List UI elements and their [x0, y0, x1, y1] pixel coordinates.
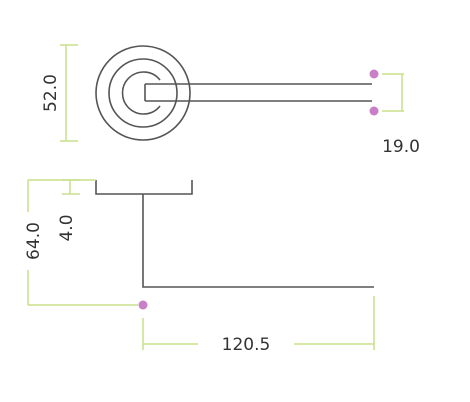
front-view: [95, 45, 372, 141]
rose-outer-ring: [95, 45, 191, 141]
dim-label-lever-thickness: 19.0: [382, 137, 420, 157]
rose-middle-ring: [108, 58, 178, 128]
side-view: [95, 180, 374, 288]
dim-label-rose-diameter: 52.0: [41, 74, 61, 112]
dimension-lever-length: 120.5: [142, 296, 375, 355]
dimension-lever-thickness: 19.0: [369, 69, 420, 157]
rose-inner-ring: [121, 71, 161, 115]
dimension-rose-projection: 4.0: [57, 179, 80, 242]
rose-profile: [95, 180, 193, 195]
dimension-lever-height: 64.0: [24, 179, 148, 310]
marker-dot: [369, 69, 379, 79]
dimension-rose-diameter: 52.0: [41, 44, 78, 142]
marker-dot: [369, 106, 379, 116]
dim-label-rose-projection: 4.0: [57, 214, 77, 241]
dim-label-lever-length: 120.5: [222, 335, 271, 355]
dim-label-lever-height: 64.0: [24, 222, 44, 260]
lever-profile: [142, 194, 374, 288]
marker-dot: [138, 300, 148, 310]
